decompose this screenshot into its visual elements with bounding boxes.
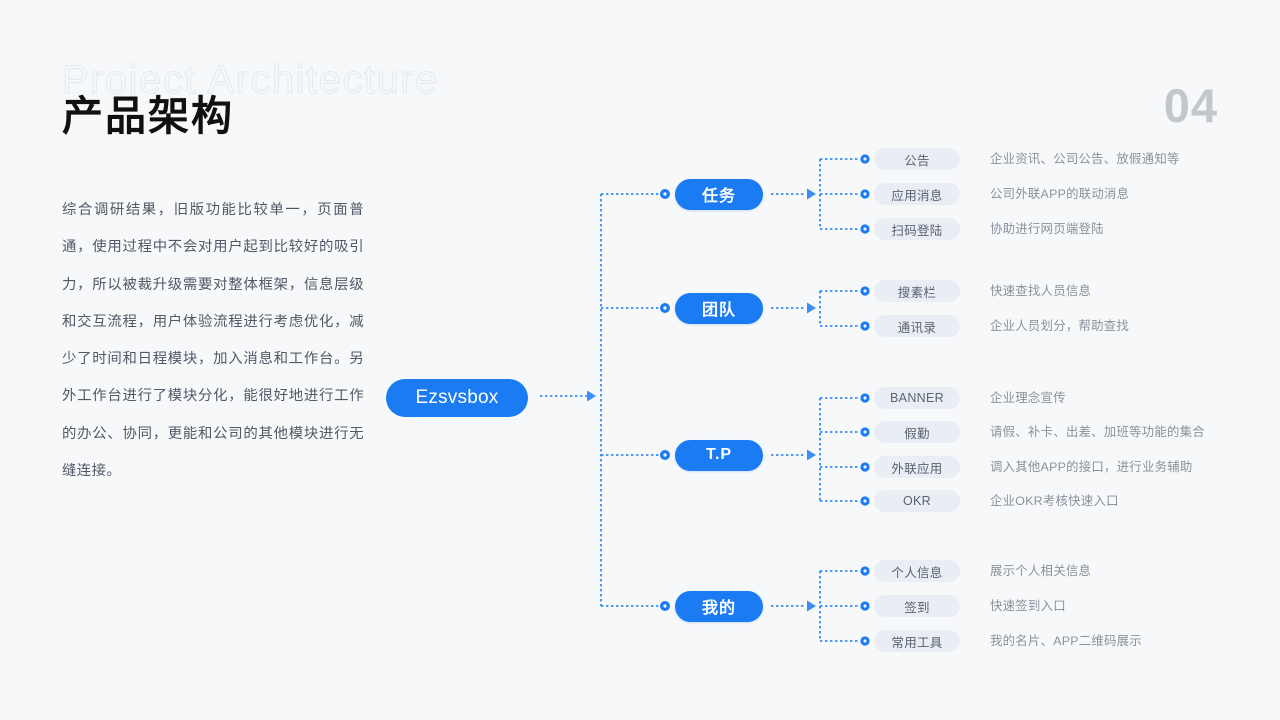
leaf-node-label: 通讯录	[897, 320, 937, 335]
leaf-node-1-1[interactable]: 公告	[874, 148, 960, 170]
leaf-node-3-1[interactable]: BANNER	[874, 387, 960, 409]
leaf-node-label: 扫码登陆	[891, 223, 943, 238]
branch-node-label: 团队	[701, 302, 736, 319]
leaf-node-description-1-2: 公司外联APP的联动消息	[990, 187, 1130, 201]
branch-node-label: 任务	[701, 188, 736, 205]
leaf-node-label: 搜素栏	[897, 285, 937, 300]
leaf-node-description-3-4: 企业OKR考核快速入口	[990, 494, 1119, 508]
branch-node-2[interactable]: 团队	[675, 292, 763, 324]
leaf-node-label: 公告	[904, 153, 930, 168]
leaf-node-label: 个人信息	[891, 565, 943, 580]
root-node[interactable]: Ezsvsbox	[386, 379, 528, 417]
branch-node-1[interactable]: 任务	[675, 178, 763, 210]
leaf-node-4-3[interactable]: 常用工具	[874, 630, 960, 652]
description-paragraph: 综合调研结果，旧版功能比较单一，页面普通，使用过程中不会对用户起到比较好的吸引力…	[62, 202, 364, 480]
leaf-node-description-4-3: 我的名片、APP二维码展示	[990, 634, 1142, 648]
leaf-node-description-3-3: 调入其他APP的接口，进行业务辅助	[990, 460, 1193, 474]
branch-node-4[interactable]: 我的	[675, 590, 763, 622]
branch-node-label: T.P	[705, 446, 733, 463]
leaf-node-label: 常用工具	[891, 635, 943, 650]
leaf-node-label: 应用消息	[891, 188, 943, 203]
page-number: 04	[1163, 79, 1218, 132]
leaf-node-4-1[interactable]: 个人信息	[874, 560, 960, 582]
leaf-node-label: 签到	[904, 600, 930, 615]
leaf-node-1-3[interactable]: 扫码登陆	[874, 218, 960, 240]
leaf-node-description-1-3: 协助进行网页端登陆	[990, 222, 1104, 236]
leaf-node-3-4[interactable]: OKR	[874, 490, 960, 512]
leaf-node-description-1-1: 企业资讯、公司公告、放假通知等	[990, 152, 1180, 166]
leaf-node-description-2-2: 企业人员划分，帮助查找	[990, 319, 1130, 333]
leaf-node-description-2-1: 快速查找人员信息	[990, 284, 1092, 298]
leaf-node-2-2[interactable]: 通讯录	[874, 315, 960, 337]
leaf-node-description-3-2: 请假、补卡、出差、加班等功能的集合	[990, 425, 1205, 439]
leaf-node-label: 假勤	[904, 426, 930, 441]
ghost-title: Project Architecture	[62, 58, 439, 103]
leaf-node-1-2[interactable]: 应用消息	[874, 183, 960, 205]
leaf-node-description-4-1: 展示个人相关信息	[990, 564, 1092, 578]
page-title: 产品架构	[62, 93, 234, 139]
leaf-node-label: BANNER	[890, 391, 944, 405]
root-node-label: Ezsvsbox	[415, 387, 499, 408]
leaf-node-2-1[interactable]: 搜素栏	[874, 280, 960, 302]
leaf-node-description-3-1: 企业理念宣传	[990, 391, 1066, 405]
leaf-node-3-3[interactable]: 外联应用	[874, 456, 960, 478]
leaf-node-description-4-2: 快速签到入口	[990, 599, 1066, 613]
leaf-node-4-2[interactable]: 签到	[874, 595, 960, 617]
leaf-node-label: 外联应用	[891, 461, 943, 476]
leaf-node-3-2[interactable]: 假勤	[874, 421, 960, 443]
leaf-node-label: OKR	[903, 494, 931, 508]
branch-node-label: 我的	[701, 600, 736, 617]
branch-node-3[interactable]: T.P	[675, 439, 763, 471]
